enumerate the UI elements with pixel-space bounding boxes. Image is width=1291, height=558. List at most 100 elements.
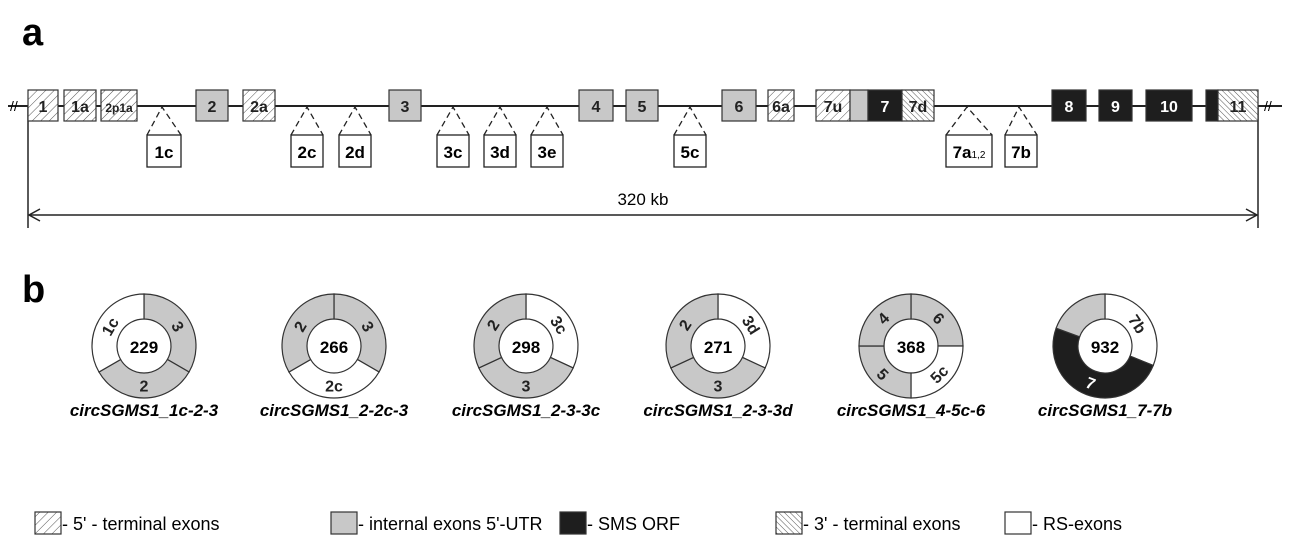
legend-swatch [1004, 511, 1032, 535]
rs-exon-2c: 2c [290, 105, 324, 168]
circrna-panel: 321c229circSGMS1_1c-2-332c2266circSGMS1_… [70, 293, 1172, 420]
segment-label: 3 [714, 379, 723, 396]
legend-item-orf: - SMS ORF [559, 511, 680, 535]
rs-exon-7a: 7a1,2 [945, 105, 993, 168]
legend-swatch [775, 511, 803, 535]
rs-exon-box [945, 134, 993, 168]
exon-label: 1a [71, 99, 89, 116]
panel-a-label: a [22, 12, 44, 54]
exon-segment-17 [1205, 89, 1219, 122]
legend-item-5t: - 5' - terminal exons [34, 511, 220, 535]
circrna-length: 932 [1091, 338, 1119, 357]
segment-label: 2c [325, 379, 343, 396]
splice-dashes [146, 105, 182, 136]
rs-exon-box [483, 134, 517, 168]
ring-segment-3d [717, 293, 771, 369]
legend-item-rs: - RS-exons [1004, 511, 1122, 535]
rs-exon-label: 3e [538, 143, 557, 162]
rs-exon-box [290, 134, 324, 168]
legend-swatch [34, 511, 62, 535]
exon-6: 6 [721, 89, 757, 122]
splice-dashes [290, 105, 324, 136]
exon-4: 4 [578, 89, 614, 122]
exon-box [1217, 89, 1259, 122]
exon-box [1098, 89, 1133, 122]
circrna-length: 298 [512, 338, 540, 357]
ring-segment-3c [525, 293, 579, 369]
rs-exon-box [146, 134, 182, 168]
circrna-name: circSGMS1_2-2c-3 [260, 401, 409, 420]
exon-box [901, 89, 935, 122]
legend-label: - SMS ORF [587, 514, 680, 534]
circrna-length: 266 [320, 338, 348, 357]
exon-9: 9 [1098, 89, 1133, 122]
exon-box [1205, 89, 1219, 122]
exon-label: 3 [401, 99, 410, 116]
splice-dashes [673, 105, 707, 136]
exon-label: 11 [1230, 99, 1247, 116]
exon-7d: 7d [901, 89, 935, 122]
splice-dashes [1004, 105, 1038, 136]
circrna-name: circSGMS1_1c-2-3 [70, 401, 219, 420]
exon-box [195, 89, 229, 122]
circrna-name: circSGMS1_4-5c-6 [837, 401, 986, 420]
exon-box [625, 89, 659, 122]
rs-exon-box [338, 134, 372, 168]
exon-2a: 2a [242, 89, 276, 122]
rs-exon-label: 2c [298, 143, 317, 162]
exon-8: 8 [1051, 89, 1087, 122]
legend-label: - RS-exons [1032, 514, 1122, 534]
rs-exon-label: 3d [490, 143, 510, 162]
rs-exon-box [436, 134, 470, 168]
circrna-name: circSGMS1_2-3-3d [643, 401, 793, 420]
circrna-name: circSGMS1_7-7b [1038, 401, 1172, 420]
exon-7: 7 [867, 89, 903, 122]
rs-exon-label: 2d [345, 143, 365, 162]
legend-label: - 3' - terminal exons [803, 514, 961, 534]
exon-2: 2 [195, 89, 229, 122]
circrna-length: 229 [130, 338, 158, 357]
exon-box [849, 89, 869, 122]
panel-b-label: b [22, 269, 45, 311]
exon-label: 9 [1111, 99, 1120, 116]
exon-label: 2 [208, 99, 217, 116]
legend: - 5' - terminal exons- internal exons 5'… [34, 511, 1122, 535]
rs-exon-3c: 3c [436, 105, 470, 168]
rs-exon-label: 1c [155, 143, 174, 162]
exon-label: 10 [1160, 99, 1178, 116]
legend-swatch [330, 511, 358, 535]
splice-dashes [530, 105, 564, 136]
segment-label: 3c [546, 314, 570, 338]
exon-label: 4 [592, 99, 601, 116]
exon-3: 3 [388, 89, 422, 122]
exon-label: 1 [39, 99, 48, 116]
exon-label: 2p1a [105, 101, 133, 115]
exon-box [388, 89, 422, 122]
exon-10: 10 [1145, 89, 1193, 122]
segment-label: 3 [522, 379, 531, 396]
ring-segment-4 [858, 293, 912, 347]
splice-dashes [483, 105, 517, 136]
legend-item-3t: - 3' - terminal exons [775, 511, 961, 535]
circrna-name: circSGMS1_2-3-3c [452, 401, 601, 420]
exon-label: 2a [250, 99, 268, 116]
splice-dashes [436, 105, 470, 136]
rs-exon-7b: 7b [1004, 105, 1038, 168]
ring-segment-2 [281, 293, 335, 373]
exon-2p1a: 2p1a [100, 89, 138, 122]
exon-box [815, 89, 851, 122]
rs-exon-label: 7b [1011, 143, 1031, 162]
exon-1: 1 [27, 89, 59, 122]
break-mark-right: // [1264, 98, 1272, 114]
rs-exon-3e: 3e [530, 105, 564, 168]
exon-label: 7u [824, 99, 843, 116]
exon-label: 7d [909, 99, 928, 116]
ring-segment-2 [98, 358, 190, 399]
exon-box [242, 89, 276, 122]
